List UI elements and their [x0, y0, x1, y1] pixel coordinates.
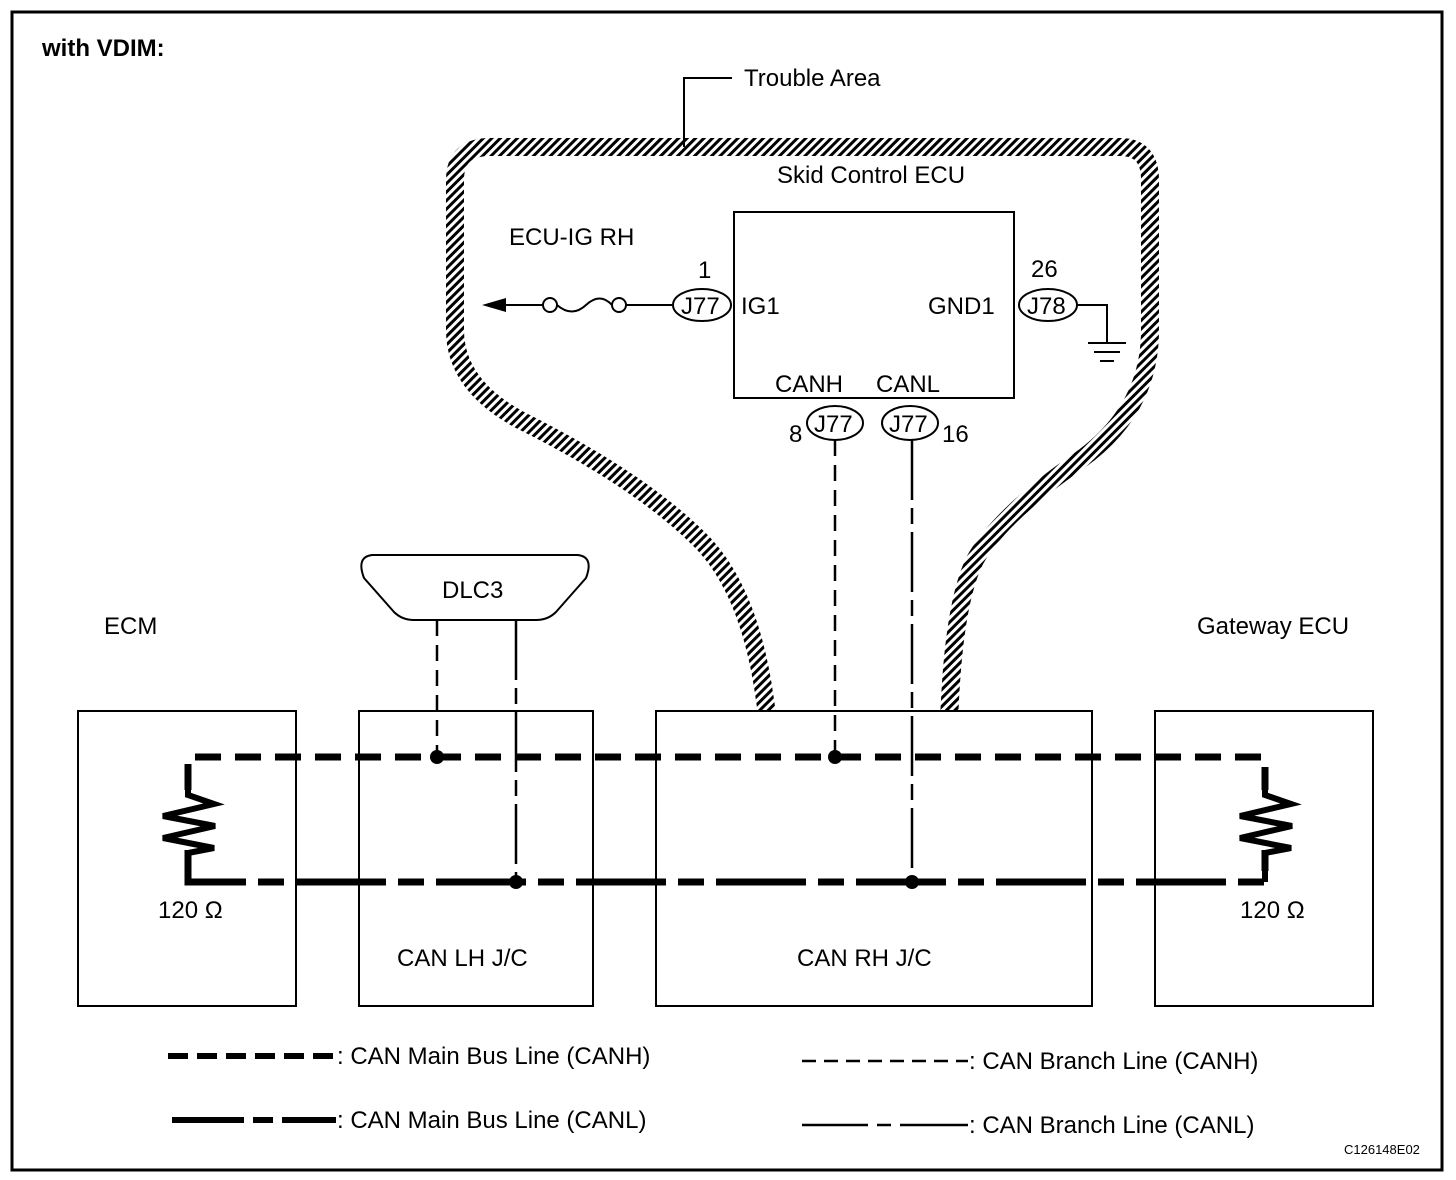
pin-number-canh: 8: [789, 421, 802, 448]
trouble-area-label: Trouble Area: [744, 65, 881, 92]
pin-number-gnd1: 26: [1031, 256, 1058, 283]
gateway-resistor-icon: [1239, 790, 1302, 882]
connector-j77-canh-label: J77: [814, 411, 853, 438]
figure-id: C126148E02: [1344, 1142, 1420, 1157]
pin-canh-label: CANH: [775, 371, 843, 398]
ecm-resistor-icon: [162, 790, 225, 882]
trouble-area-leader: [683, 77, 732, 147]
can-lh-jc-label: CAN LH J/C: [397, 945, 528, 972]
legend-label-main-canh: : CAN Main Bus Line (CANH): [337, 1043, 650, 1070]
gateway-resistor-value: 120 Ω: [1240, 897, 1305, 924]
connector-j77-canl: [881, 405, 939, 441]
dlc3-label: DLC3: [442, 577, 503, 604]
fuse-icon: [556, 297, 613, 313]
pin-ig1-label: IG1: [741, 293, 780, 320]
fuse-label: ECU-IG RH: [509, 224, 634, 251]
connector-j77-canl-label: J77: [889, 411, 928, 438]
connector-j78-label: J78: [1027, 293, 1066, 320]
pin-gnd1-label: GND1: [928, 293, 995, 320]
diagram-title: with VDIM:: [41, 35, 165, 62]
ecm-resistor-value: 120 Ω: [158, 897, 223, 924]
figure-frame: [10, 10, 1444, 1172]
connector-j77-ig1: [672, 288, 732, 322]
legend: : CAN Main Bus Line (CANH) : CAN Main Bu…: [168, 1043, 1258, 1139]
connector-j77-ig1-label: J77: [681, 293, 720, 320]
junction-dot: [905, 875, 919, 889]
dlc3-connector: [360, 554, 590, 621]
gateway-ecu-label: Gateway ECU: [1197, 613, 1349, 640]
junction-dot: [430, 750, 444, 764]
skid-control-ecu-label: Skid Control ECU: [777, 162, 965, 189]
main-bus-canh: [184, 753, 1269, 790]
junction-dot: [509, 875, 523, 889]
legend-label-branch-canh: : CAN Branch Line (CANH): [969, 1048, 1258, 1075]
can-rh-jc-label: CAN RH J/C: [797, 945, 932, 972]
ground-wire: [1077, 304, 1108, 343]
legend-label-main-canl: : CAN Main Bus Line (CANL): [337, 1107, 646, 1134]
pin-number-canl: 16: [942, 421, 969, 448]
arrow-left-icon: [482, 298, 506, 312]
fuse-terminal: [611, 297, 627, 313]
legend-label-branch-canl: : CAN Branch Line (CANL): [969, 1112, 1254, 1139]
pin-canl-label: CANL: [876, 371, 940, 398]
pin-number-ig1: 1: [698, 257, 711, 284]
fuse-terminal: [542, 297, 558, 313]
junction-dot: [828, 750, 842, 764]
ground-icon: [1088, 342, 1126, 362]
ecm-label: ECM: [104, 613, 157, 640]
skid-control-ecu-box: [733, 211, 1015, 399]
